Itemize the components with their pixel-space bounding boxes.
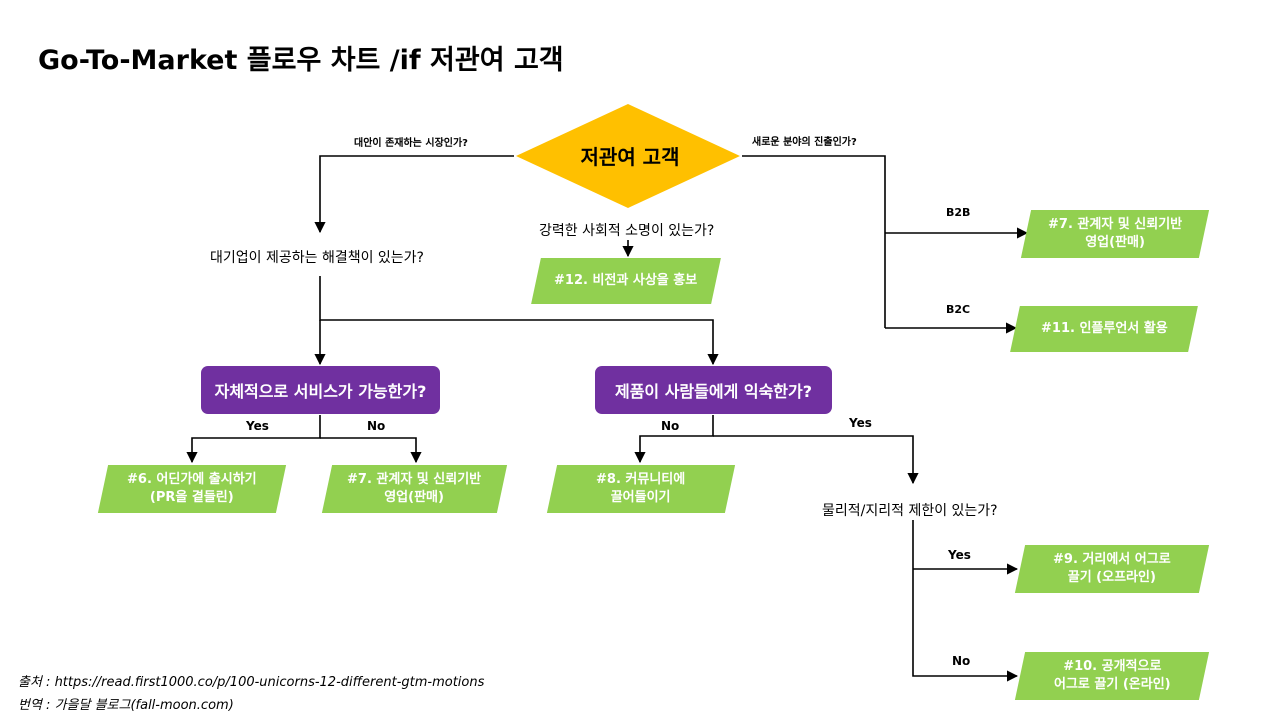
root-diamond-label: 저관여 고객: [580, 145, 680, 169]
translation-line: 번역 : 가을달 블로그(fall-moon.com): [18, 698, 234, 713]
source-line: 출처 : https://read.first1000.co/p/100-uni…: [18, 675, 485, 690]
root-diamond: [516, 104, 740, 208]
edge-root-to-right-trunk: [742, 155, 886, 328]
edge-label-left: 대안이 존재하는 시장인가?: [354, 138, 468, 149]
edge-label-physical-yes: Yes: [948, 548, 971, 562]
outcome-12-label: #12. 비전과 사상을 홍보: [554, 273, 698, 288]
outcome-7-left: #7. 관계자 및 신뢰기반 영업(판매): [321, 465, 508, 513]
outcome-10: #10. 공개적으로 어그로 끌기 (온라인): [1014, 652, 1210, 700]
question-mission: 강력한 사회적 소명이 있는가?: [539, 223, 715, 239]
outcome-6-label: #6. 어딘가에 출시하기 (PR을 곁들린): [127, 472, 257, 505]
decision-familiar: 제품이 사람들에게 익숙한가?: [595, 366, 832, 414]
edge-fam-yes: [713, 435, 919, 485]
outcome-11: #11. 인플루언서 활용: [1010, 306, 1198, 352]
decision-self-service: 자체적으로 서비스가 가능한가?: [201, 366, 440, 414]
decision-familiar-label: 제품이 사람들에게 익숙한가?: [614, 382, 813, 401]
outcome-9-label: #9. 거리에서 어그로 끌기 (오프라인): [1053, 552, 1171, 585]
question-physical: 물리적/지리적 제한이 있는가?: [822, 503, 998, 519]
edge-label-right: 새로운 분야의 진출인가?: [752, 137, 857, 148]
edge-self-no: [320, 437, 422, 464]
edge-label-self-no: No: [367, 419, 386, 433]
edge-physical-trunk: [912, 520, 1019, 682]
edge-root-to-bigcorp: [314, 155, 514, 234]
outcome-10-label: #10. 공개적으로 어그로 끌기 (온라인): [1053, 659, 1171, 692]
outcome-8-label: #8. 커뮤니티에 끌어들이기: [596, 472, 686, 505]
edge-self-split: [186, 415, 321, 464]
edge-label-fam-yes: Yes: [849, 416, 872, 430]
edge-label-b2b: B2B: [946, 206, 971, 219]
outcome-12: #12. 비전과 사상을 홍보: [531, 258, 721, 304]
edge-label-fam-no: No: [661, 419, 680, 433]
edge-label-self-yes: Yes: [246, 419, 269, 433]
outcome-7-right-label: #7. 관계자 및 신뢰기반 영업(판매): [1047, 217, 1183, 250]
question-bigcorp: 대기업이 제공하는 해결책이 있는가?: [210, 250, 424, 266]
edge-label-b2c: B2C: [946, 303, 971, 316]
outcome-11-label: #11. 인플루언서 활용: [1040, 321, 1168, 336]
outcome-6: #6. 어딘가에 출시하기 (PR을 곁들린): [97, 465, 287, 513]
edge-bigcorp-trunk: [319, 276, 719, 366]
decision-self-service-label: 자체적으로 서비스가 가능한가?: [214, 382, 427, 401]
outcome-7-right: #7. 관계자 및 신뢰기반 영업(판매): [1020, 210, 1210, 258]
page-title: Go-To-Market 플로우 차트 /if 저관여 고객: [38, 45, 564, 76]
outcome-9: #9. 거리에서 어그로 끌기 (오프라인): [1014, 545, 1210, 593]
outcome-8: #8. 커뮤니티에 끌어들이기: [546, 465, 736, 513]
outcome-7-left-label: #7. 관계자 및 신뢰기반 영업(판매): [347, 472, 482, 505]
edge-label-physical-no: No: [952, 654, 971, 668]
edge-fam-no: [634, 415, 714, 464]
